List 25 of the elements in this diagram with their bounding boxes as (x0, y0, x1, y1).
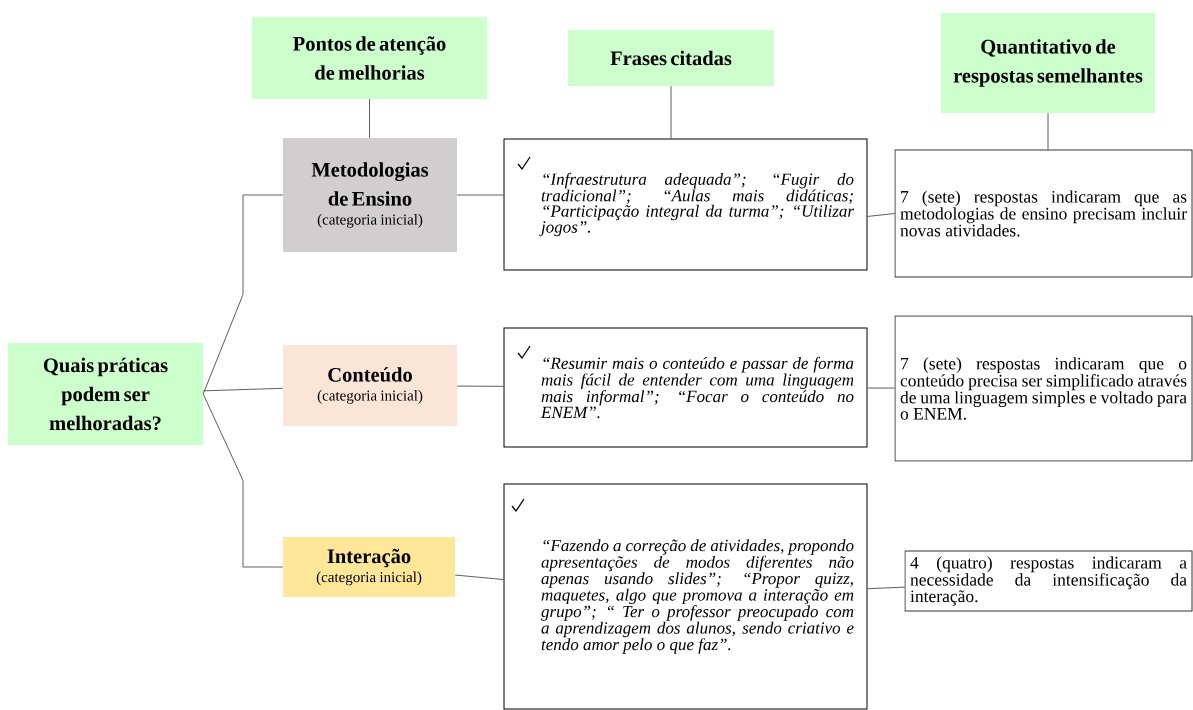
category-box: Conteúdo (categoria inicial) (283, 345, 457, 426)
connector-line (456, 194, 505, 196)
result-box: 4 (quatro) respostas indicaram a necessidade da intensificação da interação. (904, 550, 1193, 612)
connector-line (456, 385, 505, 387)
connector-line (1047, 112, 1049, 151)
connector-line (202, 387, 284, 392)
header-box: Quantitativo de respostas semelhantes (941, 13, 1155, 113)
category-box: Metodologias de Ensino (categoria inicial) (283, 138, 457, 252)
connector-line (866, 213, 896, 217)
connector-line (202, 393, 284, 568)
connector-line (369, 98, 370, 139)
quote-box: “Fazendo a correção de atividades, propondo apresentações de modos diferentes não apenas usando slides”; “Propor quizz, maquetes, algo que promova a interação em grupo”; “ Ter o professor preocupado com a aprendizagem dos alunos, sendo criativo e tendo amor pelo o que faz”. (503, 483, 868, 710)
header-box: Frases citadas (568, 30, 774, 86)
quote-box: “Infraestrutura adequada”; “Fugir do tradicional”; “Aulas mais didáticas; “Participação integral da turma”; “Utilizar jogos”. (503, 138, 868, 271)
question-box: Quais práticas podem ser melhoradas? (8, 343, 203, 445)
category-box: Interação (categoria inicial) (283, 537, 455, 597)
connector-line (866, 586, 906, 590)
result-box: 7 (sete) respostas indicaram que o conteúdo precisa ser simplificado através de uma linguagem simples e voltado para o ENEM. (894, 315, 1193, 462)
result-box: 7 (sete) respostas indicaram que as metodologias de ensino precisam incluir novas atividades. (894, 149, 1193, 278)
quote-box: “Resumir mais o conteúdo e passar de forma mais fácil de entender com uma linguagem mais informal”; “Focar o conteúdo no ENEM”. (503, 327, 868, 448)
connector-line (670, 85, 672, 140)
connector-line (454, 574, 505, 581)
connector-line (202, 194, 284, 395)
header-box: Pontos de atenção de melhorias (252, 17, 487, 99)
connector-line (866, 387, 896, 389)
